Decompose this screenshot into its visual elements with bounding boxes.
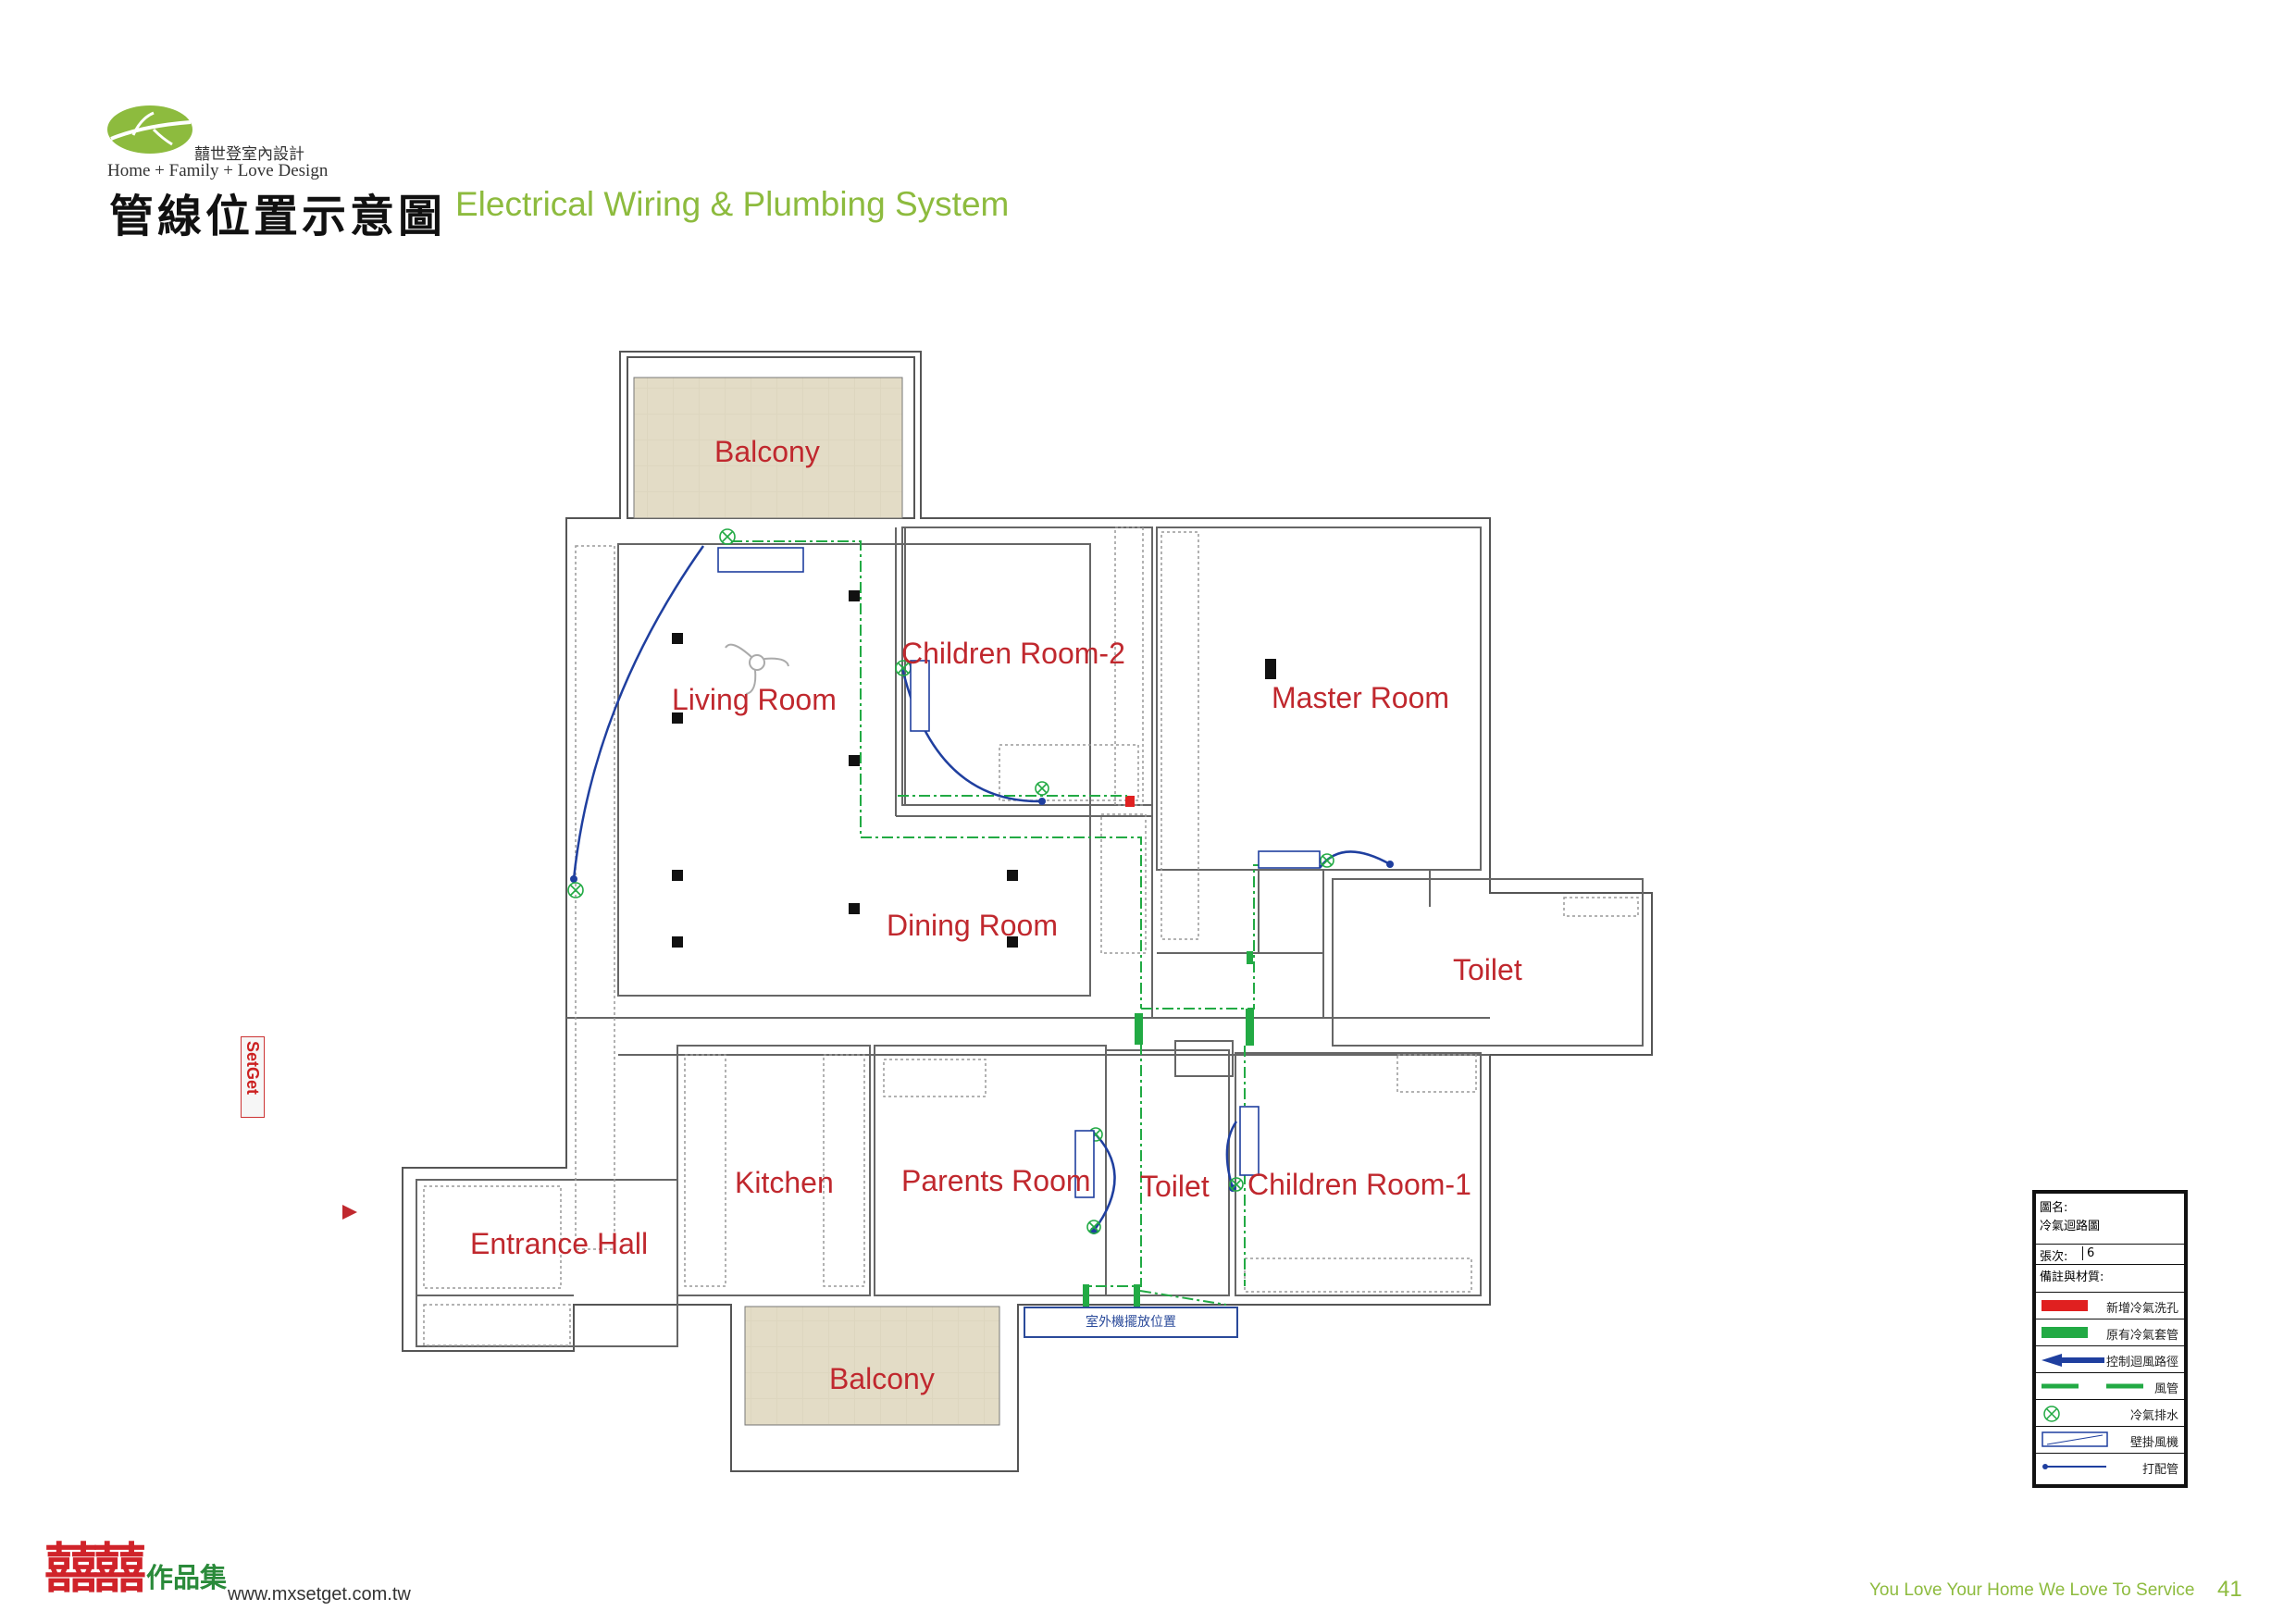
footer-slogan: You Love Your Home We Love To Service	[1869, 1580, 2195, 1600]
room-label-living-room: Living Room	[672, 683, 837, 716]
ac-unit-icon	[2042, 1431, 2108, 1452]
legend-item: 壁掛風機	[2036, 1426, 2184, 1454]
legend-notes-row: 備註與材質:	[2040, 1270, 2104, 1284]
room-label-master-room: Master Room	[1272, 681, 1450, 714]
room-label-balcony-bottom: Balcony	[829, 1362, 935, 1395]
room-label-kitchen: Kitchen	[735, 1166, 834, 1199]
room-label-parents-room: Parents Room	[901, 1164, 1091, 1197]
ac-drain-icons	[567, 528, 1334, 1234]
legend-item-label: 原有冷氣套管	[2105, 1329, 2178, 1343]
room-label-toilet-center: Toilet	[1140, 1170, 1210, 1203]
floor-plan	[402, 351, 1653, 1472]
leaf-logo-icon	[107, 105, 192, 154]
room-label-entrance-hall: Entrance Hall	[470, 1227, 649, 1260]
footer-url[interactable]: www.mxsetget.com.tw	[228, 1584, 411, 1604]
room-label-children-room-1: Children Room-1	[1247, 1168, 1471, 1201]
ceiling-lights	[672, 590, 1276, 948]
room-label-balcony-top: Balcony	[714, 435, 820, 468]
legend-table: 圖名: 冷氣迴路圖 張次: 6 備註與材質: 新增冷氣洗孔原有冷氣套管控制迴風路…	[2032, 1190, 2188, 1488]
legend-item-label: 風管	[2153, 1382, 2178, 1396]
balcony-bottom-floor	[744, 1306, 1000, 1426]
legend-item: 原有冷氣套管	[2036, 1319, 2184, 1346]
page-number: 41	[2217, 1577, 2242, 1602]
legend-item: 控制迴風路徑	[2036, 1345, 2184, 1373]
room-label-toilet-right: Toilet	[1453, 953, 1522, 986]
legend-item-label: 壁掛風機	[2129, 1436, 2178, 1450]
footer-logo: 囍囍作品集	[44, 1525, 227, 1603]
wall-ac-units	[717, 547, 1321, 1198]
footer-logo-text: 作品集	[146, 1562, 228, 1593]
legend-drawing-name-row: 圖名: 冷氣迴路圖	[2036, 1194, 2184, 1245]
legend-sheet-row: 張次: 6	[2036, 1244, 2184, 1265]
blue-line-icon	[2042, 1461, 2108, 1475]
balcony-top-floor	[633, 377, 903, 519]
company-name: 囍世登室內設計	[194, 145, 304, 164]
page-title-cn: 管線位置示意圖	[109, 191, 447, 242]
legend-drawing-name: 冷氣迴路圖	[2040, 1220, 2101, 1233]
legend-item-label: 冷氣排水	[2129, 1409, 2178, 1423]
blue-arrow-icon	[2042, 1354, 2106, 1370]
company-tagline: Home + Family + Love Design	[107, 161, 329, 180]
legend-item: 冷氣排水	[2036, 1399, 2184, 1427]
legend-item: 風管	[2036, 1372, 2184, 1400]
footer-logo-mark: 囍囍	[44, 1537, 146, 1600]
brand-block: 囍世登室內設計 Home + Family + Love Design 管線位置…	[102, 102, 472, 242]
green-bar-icon	[2042, 1327, 2090, 1344]
legend-sheet-no: 6	[2082, 1246, 2094, 1260]
ceiling-fan-icon	[725, 643, 789, 695]
interior-walls	[416, 527, 1644, 1347]
existing-ac-sleeves	[1083, 951, 1254, 1308]
legend-item-label: 新增冷氣洗孔	[2105, 1302, 2178, 1316]
legend-item-label: 控制迴風路徑	[2105, 1356, 2178, 1369]
entrance-arrow-icon	[342, 1205, 357, 1220]
legend-item: 打配管	[2036, 1453, 2184, 1481]
outdoor-unit-note: 室外機擺放位置	[1024, 1307, 1238, 1338]
legend-item: 新增冷氣洗孔	[2036, 1292, 2184, 1319]
green-dash-icon	[2042, 1381, 2171, 1394]
room-label-dining-room: Dining Room	[887, 909, 1058, 942]
new-ac-hole	[1125, 796, 1135, 807]
room-label-children-room-2: Children Room-2	[901, 637, 1125, 670]
setget-stamp: SetGet	[241, 1036, 265, 1118]
page-title-en: Electrical Wiring & Plumbing System	[455, 185, 1010, 223]
drain-circle-icon	[2042, 1406, 2062, 1428]
legend-item-label: 打配管	[2141, 1463, 2178, 1477]
red-bar-icon	[2042, 1300, 2090, 1317]
